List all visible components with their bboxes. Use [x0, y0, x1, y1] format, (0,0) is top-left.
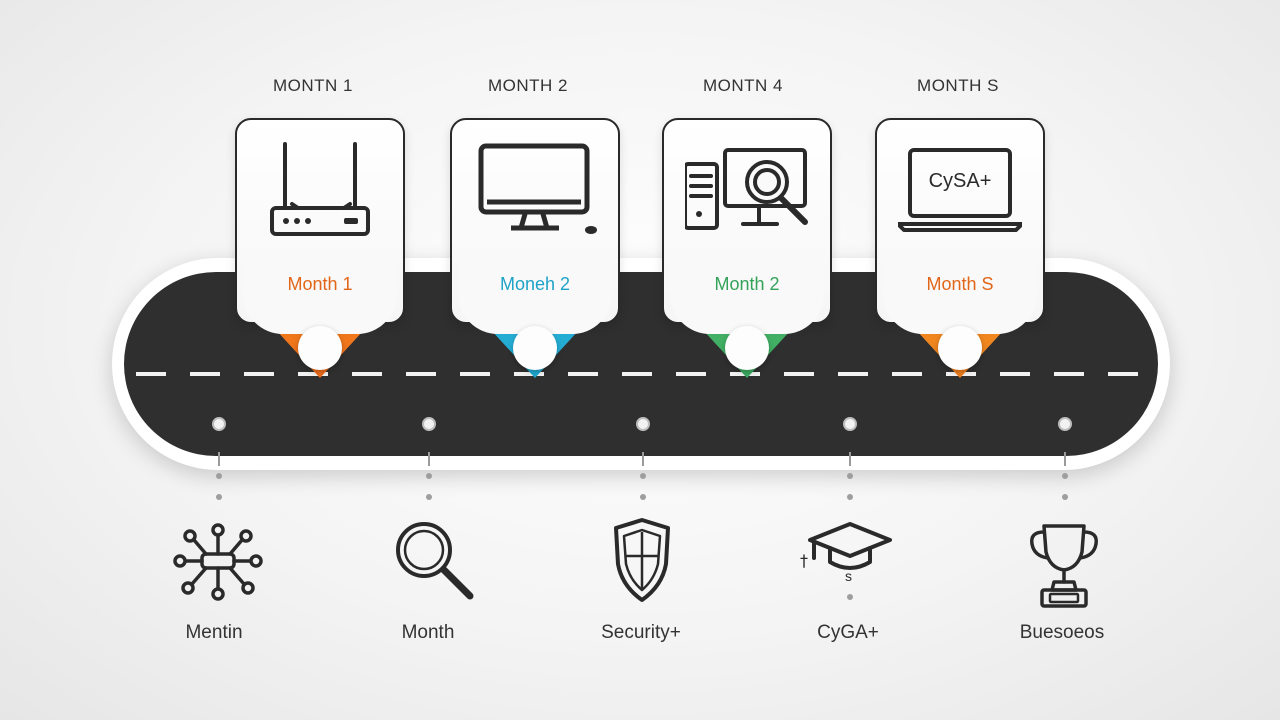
network-nodes-icon: [173, 523, 263, 601]
laptop-icon: [898, 148, 1022, 232]
laptop-screen-text: CySA+: [928, 170, 992, 192]
trophy-icon: [1030, 524, 1098, 608]
milestone-label-4: CyGA+: [817, 622, 879, 643]
monitor-icon: [478, 143, 597, 234]
milestone-pin: [422, 417, 436, 431]
milestone-pin: [212, 417, 226, 431]
milestone-label-2: Month: [401, 622, 455, 643]
magnifier-icon: [396, 522, 474, 600]
card-month-name: Month S: [926, 274, 994, 294]
card-connector: [938, 326, 982, 370]
milestone-pin: [843, 417, 857, 431]
card-month-name: Month 2: [714, 274, 780, 294]
header-month-3: MONTN 4: [703, 76, 783, 95]
card-month-name: Month 1: [287, 274, 353, 294]
card-connector: [298, 326, 342, 370]
graduation-cap-icon: [808, 522, 892, 570]
milestone-label-3: Security+: [601, 622, 681, 643]
cap-sub-mark: s: [845, 568, 852, 584]
road-dashed-line: [136, 372, 1146, 376]
milestone-pin: [636, 417, 650, 431]
milestone-label-5: Buesoeos: [1019, 622, 1105, 643]
computer-search-icon: [685, 148, 808, 230]
shield-icon: [614, 518, 670, 602]
header-month-1: MONTN 1: [273, 76, 353, 95]
header-month-4: MONTH S: [917, 76, 999, 95]
cap-tassel-mark: †: [800, 551, 808, 570]
timeline-card-4: CySA+ Month S: [875, 118, 1045, 380]
milestone-label-1: Mentin: [185, 622, 243, 643]
timeline-card-1: Month 1: [235, 118, 405, 380]
timeline-card-3: Month 2: [662, 118, 832, 380]
card-month-name: Moneh 2: [499, 274, 571, 294]
timeline-card-2: Moneh 2: [450, 118, 620, 380]
milestone-pin: [1058, 417, 1072, 431]
card-connector: [513, 326, 557, 370]
header-month-2: MONTH 2: [488, 76, 568, 95]
card-connector: [725, 326, 769, 370]
router-icon: [270, 142, 370, 236]
